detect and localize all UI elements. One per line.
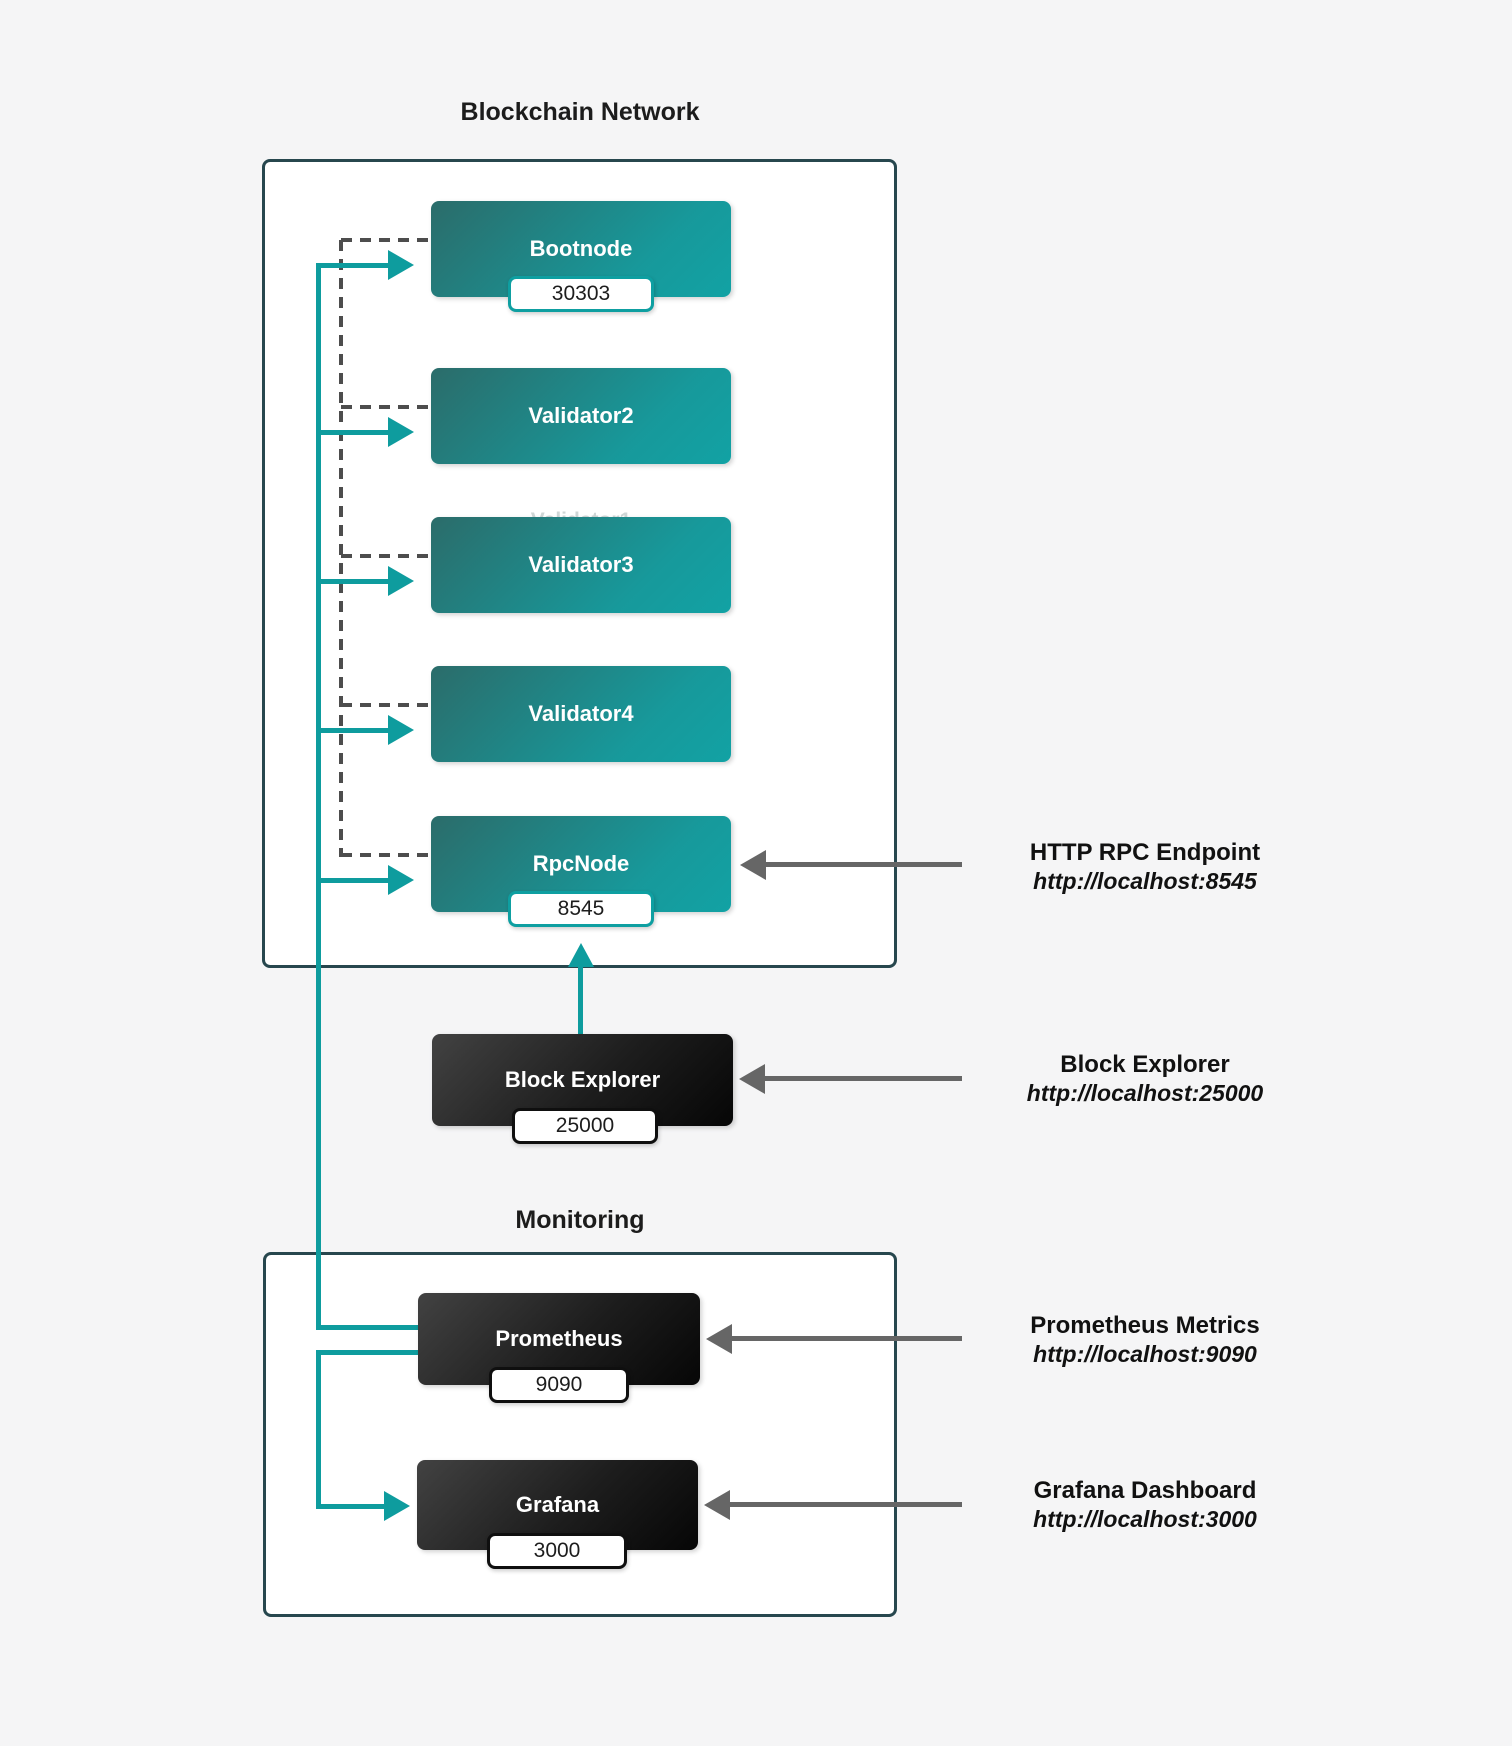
block-explorer-port-badge: 25000 <box>512 1108 658 1144</box>
dashed-connector-rpcnode <box>341 853 431 857</box>
dashed-connector-validator2 <box>341 405 431 409</box>
gray-arrowhead-prometheus-icon <box>706 1324 732 1354</box>
teal-line-explorer-to-rpc <box>578 965 583 1034</box>
rpcnode-label: RpcNode <box>532 851 630 876</box>
dashed-connector-vertical <box>339 240 343 857</box>
annotation-prometheus-url: http://localhost:9090 <box>1033 1341 1257 1367</box>
dashed-connector-bootnode <box>341 238 431 242</box>
monitoring-title: Monitoring <box>515 1206 645 1234</box>
validator4-label: Validator4 <box>528 701 634 726</box>
teal-line-prometheus-out <box>316 1350 418 1355</box>
grafana-label: Grafana <box>515 1492 600 1517</box>
annotation-prometheus-title: Prometheus Metrics <box>1030 1312 1260 1339</box>
bootnode-label: Bootnode <box>529 236 633 261</box>
teal-trunk-vertical <box>316 263 321 1329</box>
gray-arrow-prometheus-line <box>732 1336 962 1341</box>
gray-arrowhead-grafana-icon <box>704 1490 730 1520</box>
rpcnode-port-badge: 8545 <box>508 891 654 927</box>
blockchain-network-title: Blockchain Network <box>460 98 700 126</box>
annotation-prometheus: Prometheus Metrics http://localhost:9090 <box>980 1311 1310 1369</box>
annotation-block-explorer: Block Explorer http://localhost:25000 <box>980 1050 1310 1108</box>
annotation-block-explorer-title: Block Explorer <box>1060 1051 1230 1078</box>
bootnode-port-badge: 30303 <box>508 276 654 312</box>
gray-arrow-rpc-line <box>766 862 962 867</box>
annotation-http-rpc-url: http://localhost:8545 <box>1033 868 1257 894</box>
validator3-box: Validator3 <box>431 517 731 613</box>
teal-branch-rpcnode <box>316 878 388 883</box>
annotation-block-explorer-url: http://localhost:25000 <box>1026 1080 1264 1106</box>
teal-branch-validator4 <box>316 728 388 733</box>
dashed-connector-validator4 <box>341 703 431 707</box>
prometheus-label: Prometheus <box>495 1326 623 1351</box>
teal-line-grafana-horizontal <box>316 1504 384 1509</box>
arrowhead-validator3-icon <box>388 566 414 596</box>
annotation-grafana: Grafana Dashboard http://localhost:3000 <box>980 1476 1310 1534</box>
gray-arrow-grafana-line <box>730 1502 962 1507</box>
annotation-http-rpc-title: HTTP RPC Endpoint <box>1029 839 1261 866</box>
teal-branch-validator2 <box>316 430 388 435</box>
prometheus-port-badge: 9090 <box>489 1367 629 1403</box>
teal-line-to-prometheus <box>316 1325 418 1330</box>
annotation-grafana-url: http://localhost:3000 <box>1033 1506 1257 1532</box>
arrowhead-rpcnode-icon <box>388 865 414 895</box>
arrowhead-validator4-icon <box>388 715 414 745</box>
arrowhead-validator2-icon <box>388 417 414 447</box>
teal-branch-validator3 <box>316 579 388 584</box>
validator3-label: Validator3 <box>528 552 634 577</box>
block-explorer-label: Block Explorer <box>504 1067 661 1092</box>
grafana-port-badge: 3000 <box>487 1533 627 1569</box>
gray-arrowhead-explorer-icon <box>739 1064 765 1094</box>
validator4-box: Validator4 <box>431 666 731 762</box>
teal-line-grafana-vertical <box>316 1352 321 1506</box>
dashed-connector-validator3 <box>341 554 431 558</box>
arrowhead-grafana-icon <box>384 1491 410 1521</box>
gray-arrowhead-rpc-icon <box>740 850 766 880</box>
teal-branch-bootnode <box>316 263 388 268</box>
annotation-grafana-title: Grafana Dashboard <box>1033 1477 1257 1504</box>
arrowhead-up-rpcnode-icon <box>568 943 594 967</box>
validator2-label: Validator2 <box>528 403 634 428</box>
annotation-http-rpc: HTTP RPC Endpoint http://localhost:8545 <box>980 838 1310 896</box>
gray-arrow-explorer-line <box>765 1076 962 1081</box>
arrowhead-bootnode-icon <box>388 250 414 280</box>
validator2-box: Validator2 <box>431 368 731 464</box>
